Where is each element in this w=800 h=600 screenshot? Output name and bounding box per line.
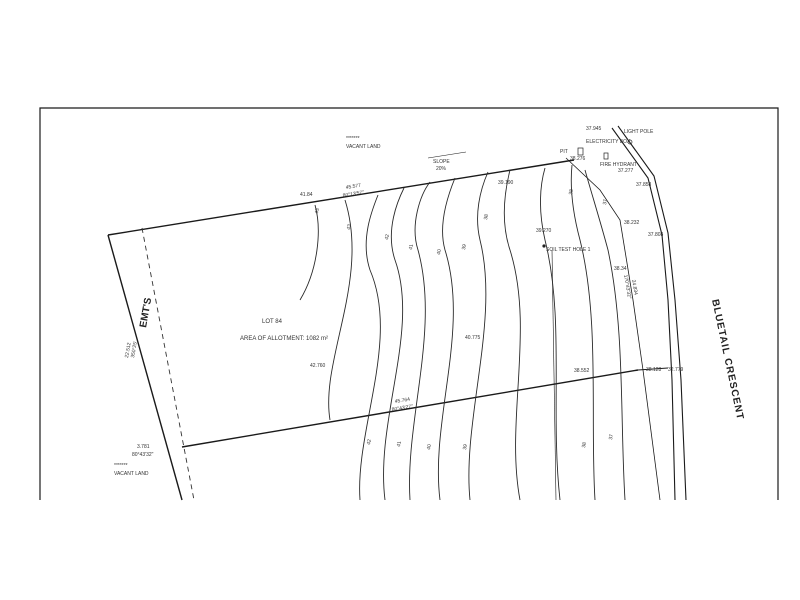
spot-level: 40.775	[465, 335, 481, 341]
slope-arrow	[427, 151, 467, 159]
lot-number: LOT 84	[262, 319, 283, 325]
spot-level: 37.945	[586, 126, 602, 132]
road-kerb-line-inner	[611, 127, 676, 501]
fire-hydrant-label: FIRE HYDRANT	[600, 162, 637, 168]
lot-area: AREA OF ALLOTMENT: 1082 m²	[240, 336, 328, 342]
contour-label: 40	[426, 444, 433, 451]
slope-annotation: SLOPE 20%	[427, 151, 467, 172]
contour-label: 43	[314, 208, 321, 215]
contour-lines	[299, 164, 626, 501]
spot-level: 32.779	[668, 367, 684, 373]
street-name: BLUETAIL CRESCENT	[709, 298, 745, 421]
easement-label: EMT'S	[138, 297, 154, 329]
survey-offset-line	[551, 249, 557, 501]
spot-level: 39.190	[498, 180, 514, 186]
west-boundary-bearing: 350°25'	[130, 341, 139, 359]
lot-boundary-right-extension	[637, 367, 669, 371]
spot-level: 37.808	[648, 232, 664, 238]
spot-level: 38.128	[646, 367, 662, 373]
spot-level: 38.232	[624, 220, 640, 226]
bottom-left-boundary-bearing: 80°43'32"	[132, 452, 154, 458]
vacant-land-label: VACANT LAND	[114, 471, 149, 477]
electricity-box-symbol	[577, 147, 584, 156]
road-reserve-line	[565, 157, 661, 501]
contour-label: 40	[436, 249, 443, 256]
vacant-land-label: VACANT LAND	[346, 144, 381, 150]
spot-levels: 37.945 38.276 37.277 37.858 38.232 37.80…	[300, 126, 684, 374]
west-boundary-length: 22.512	[124, 342, 133, 358]
pit-label: PIT	[560, 149, 568, 155]
spot-level: 37.858	[636, 182, 652, 188]
contour-label: 38	[568, 189, 575, 196]
middle-boundary-bearing: 80°43'27"	[391, 404, 413, 413]
fire-hydrant-symbol	[603, 152, 609, 160]
easement-line	[141, 227, 195, 501]
contour-label: 39	[462, 444, 469, 451]
contour-label: 42	[384, 234, 391, 241]
light-pole-symbol	[627, 139, 633, 145]
top-boundary-bearing: 80°13'57"	[342, 190, 364, 199]
spot-level: 39.270	[536, 228, 552, 234]
soil-test-label: SOIL TEST HOLE 1	[546, 247, 591, 253]
sheet-frame	[39, 107, 779, 500]
contour-label: 39	[461, 244, 468, 251]
lot-boundary-middle	[181, 369, 639, 448]
contour-label: 37	[608, 434, 615, 441]
top-boundary-length: 45.577	[345, 183, 361, 191]
contour-label: 42	[366, 439, 373, 446]
vacant-land-bottom: ******* VACANT LAND	[114, 463, 149, 477]
spot-level: 38.276	[570, 156, 586, 162]
east-boundary-length: 24.834	[630, 279, 639, 295]
contour-label: 38	[483, 214, 490, 221]
contour-label: 38	[581, 442, 588, 449]
road-kerb-line-outer	[617, 125, 687, 501]
slope-label: SLOPE	[433, 159, 450, 165]
lot-boundary-top	[107, 159, 575, 236]
spot-level: 37.277	[618, 168, 634, 174]
contour-label: 41	[396, 441, 403, 448]
light-pole-label: LIGHT POLE	[624, 129, 654, 135]
east-boundary-bearing: 170°43'32"	[622, 274, 632, 299]
vacant-land-top: ******* VACANT LAND	[346, 136, 381, 150]
contour-label: 37	[602, 199, 609, 206]
services-cluster: LIGHT POLE ELECTRICITY BOX FIRE HYDRANT …	[542, 129, 654, 253]
contour-label: 43	[346, 224, 353, 231]
vacant-land-mark: *******	[114, 463, 128, 469]
spot-level: 41.84	[300, 192, 313, 198]
soil-test-symbol	[542, 244, 546, 248]
spot-level: 42.760	[310, 363, 326, 369]
contour-label: 41	[408, 244, 415, 251]
middle-boundary-length: 45.764	[394, 397, 410, 405]
bottom-left-boundary-length: 3.781	[137, 444, 150, 450]
spot-level: 38.552	[574, 368, 590, 374]
spot-level: 38.34	[614, 266, 627, 272]
slope-value: 20%	[436, 166, 447, 172]
electricity-box-label: ELECTRICITY BOX	[586, 139, 631, 145]
lot-boundary-west	[107, 234, 183, 501]
vacant-land-mark: *******	[346, 136, 360, 142]
